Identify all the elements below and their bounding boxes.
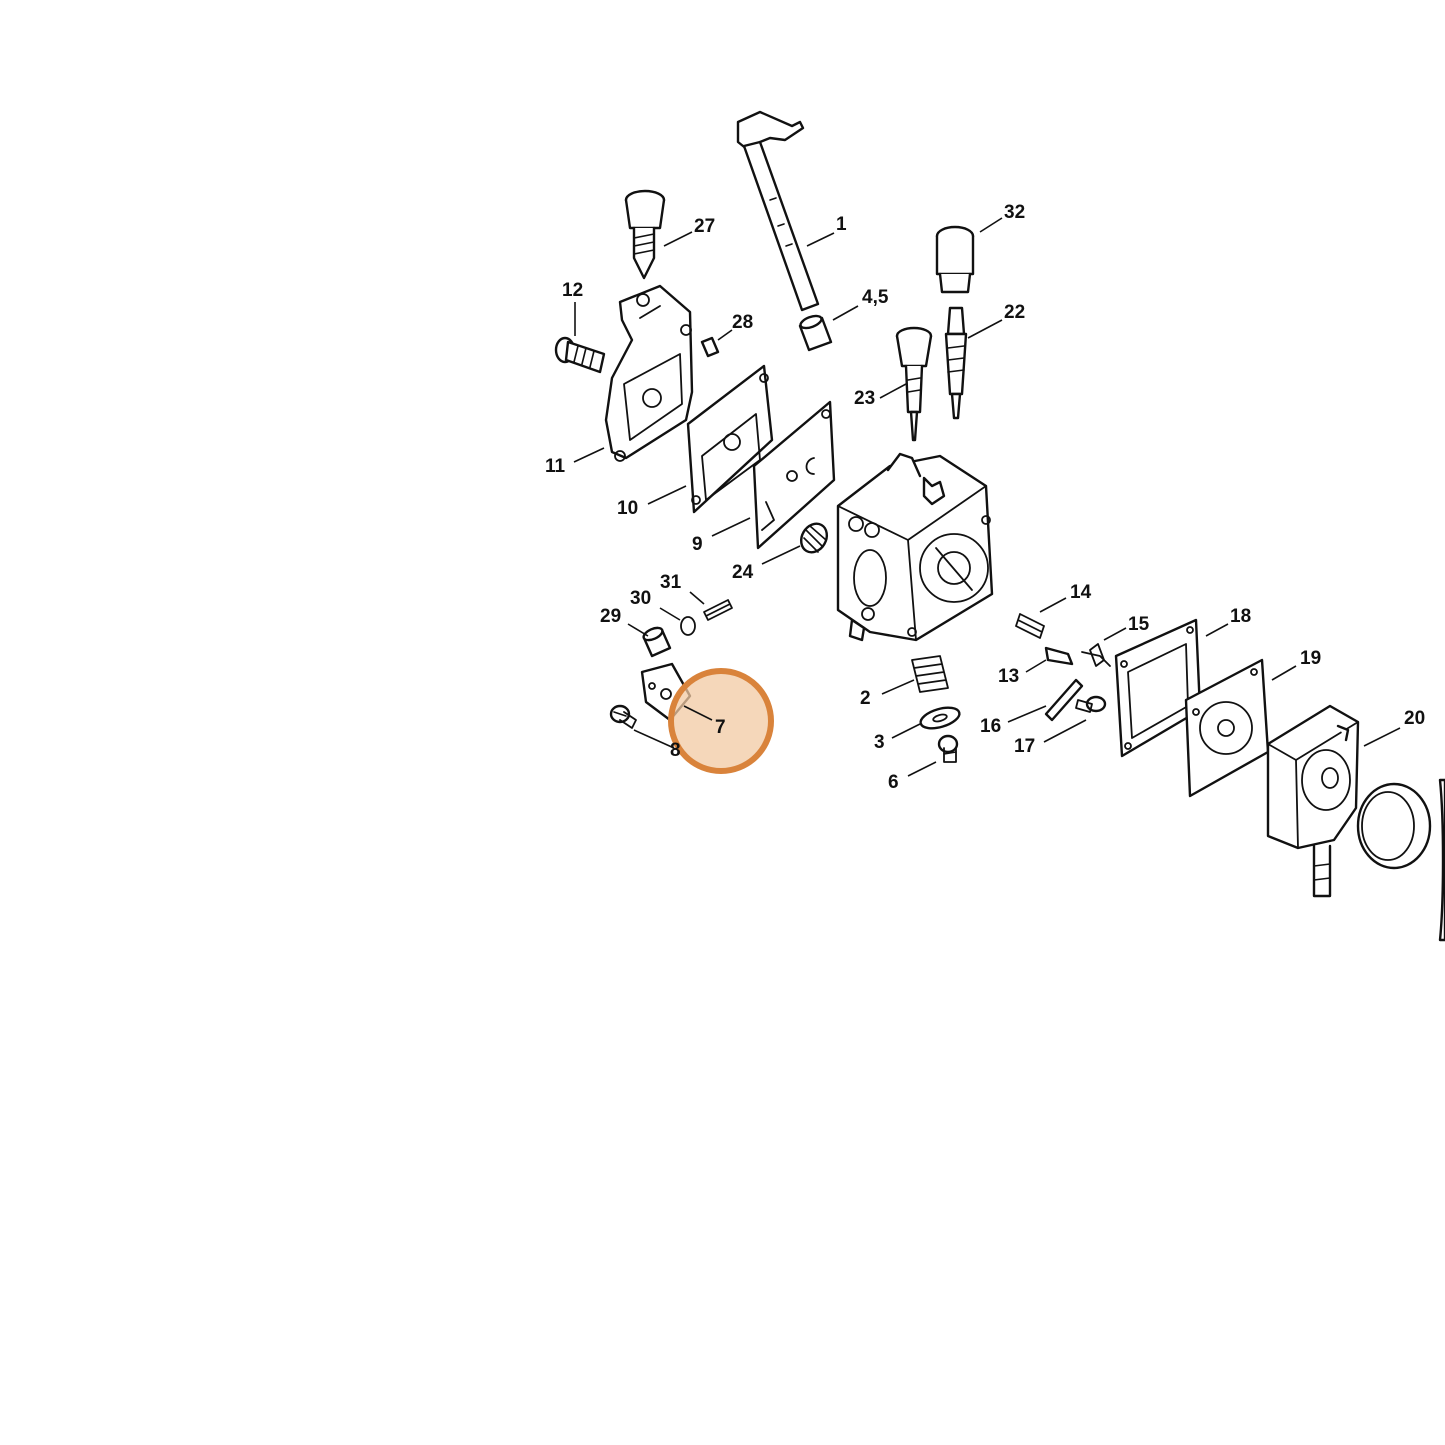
callout-1[interactable]: 1 (836, 214, 847, 235)
part-11-pump-cover[interactable] (604, 284, 694, 462)
callout-17[interactable]: 17 (1014, 736, 1035, 757)
callout-13[interactable]: 13 (998, 666, 1019, 687)
primer-bulb[interactable] (1356, 778, 1445, 942)
part-16-pin[interactable] (1044, 678, 1084, 722)
highlight-circle (668, 668, 774, 774)
part-9-diaphragm[interactable] (752, 400, 836, 550)
part-6-screw[interactable] (937, 734, 959, 763)
callout-18[interactable]: 18 (1230, 606, 1251, 627)
part-24-strainer[interactable] (796, 519, 832, 557)
part-22-needle[interactable] (944, 306, 968, 420)
callout-15[interactable]: 15 (1128, 614, 1150, 635)
callout-32[interactable]: 32 (1004, 202, 1025, 223)
part-32-limiter-cap[interactable] (935, 225, 975, 294)
part-1-throttle-shaft[interactable] (736, 110, 820, 312)
callout-23[interactable]: 23 (854, 388, 875, 409)
callout-22[interactable]: 22 (1004, 302, 1025, 323)
callout-19[interactable]: 19 (1300, 648, 1321, 669)
part-2-spring[interactable] (911, 655, 949, 693)
callout-10[interactable]: 10 (617, 498, 638, 519)
callout-27[interactable]: 27 (694, 216, 715, 237)
callout-8[interactable]: 8 (670, 740, 681, 761)
part-14-spring[interactable] (1015, 613, 1045, 639)
part-12-screw[interactable] (554, 336, 606, 374)
part-29-plug[interactable] (642, 625, 672, 658)
carburetor-body[interactable] (836, 452, 994, 642)
part-8-screw[interactable] (609, 704, 637, 729)
callout-24[interactable]: 24 (732, 562, 754, 583)
part-17-screw[interactable] (1075, 695, 1107, 713)
part-13-inlet-needle[interactable] (1044, 646, 1074, 666)
part-15-lever[interactable] (1081, 643, 1111, 667)
callout-2[interactable]: 2 (860, 688, 871, 709)
callout-9[interactable]: 9 (692, 534, 703, 555)
part-20-pump-housing[interactable] (1266, 704, 1360, 898)
callout-29[interactable]: 29 (600, 606, 621, 627)
part-27-adjusting-screw[interactable] (624, 189, 666, 280)
callout-16[interactable]: 16 (980, 716, 1001, 737)
part-4-5-bushing[interactable] (798, 314, 833, 352)
callout-6[interactable]: 6 (888, 772, 899, 793)
callout-7[interactable]: 7 (715, 717, 726, 738)
callout-28[interactable]: 28 (732, 312, 753, 333)
callout-31[interactable]: 31 (660, 572, 682, 593)
callout-12[interactable]: 12 (562, 280, 583, 301)
part-31-spring[interactable] (703, 599, 733, 621)
callout-4-5[interactable]: 4,5 (862, 287, 889, 308)
callout-14[interactable]: 14 (1070, 582, 1092, 603)
callout-30[interactable]: 30 (630, 588, 651, 609)
callout-20[interactable]: 20 (1404, 708, 1425, 729)
part-30-o-ring[interactable] (680, 616, 696, 636)
part-3-washer[interactable] (918, 704, 961, 732)
callout-3[interactable]: 3 (874, 732, 885, 753)
part-28-pin[interactable] (700, 336, 720, 358)
callout-11[interactable]: 11 (545, 456, 566, 477)
part-23-needle[interactable] (895, 326, 933, 442)
